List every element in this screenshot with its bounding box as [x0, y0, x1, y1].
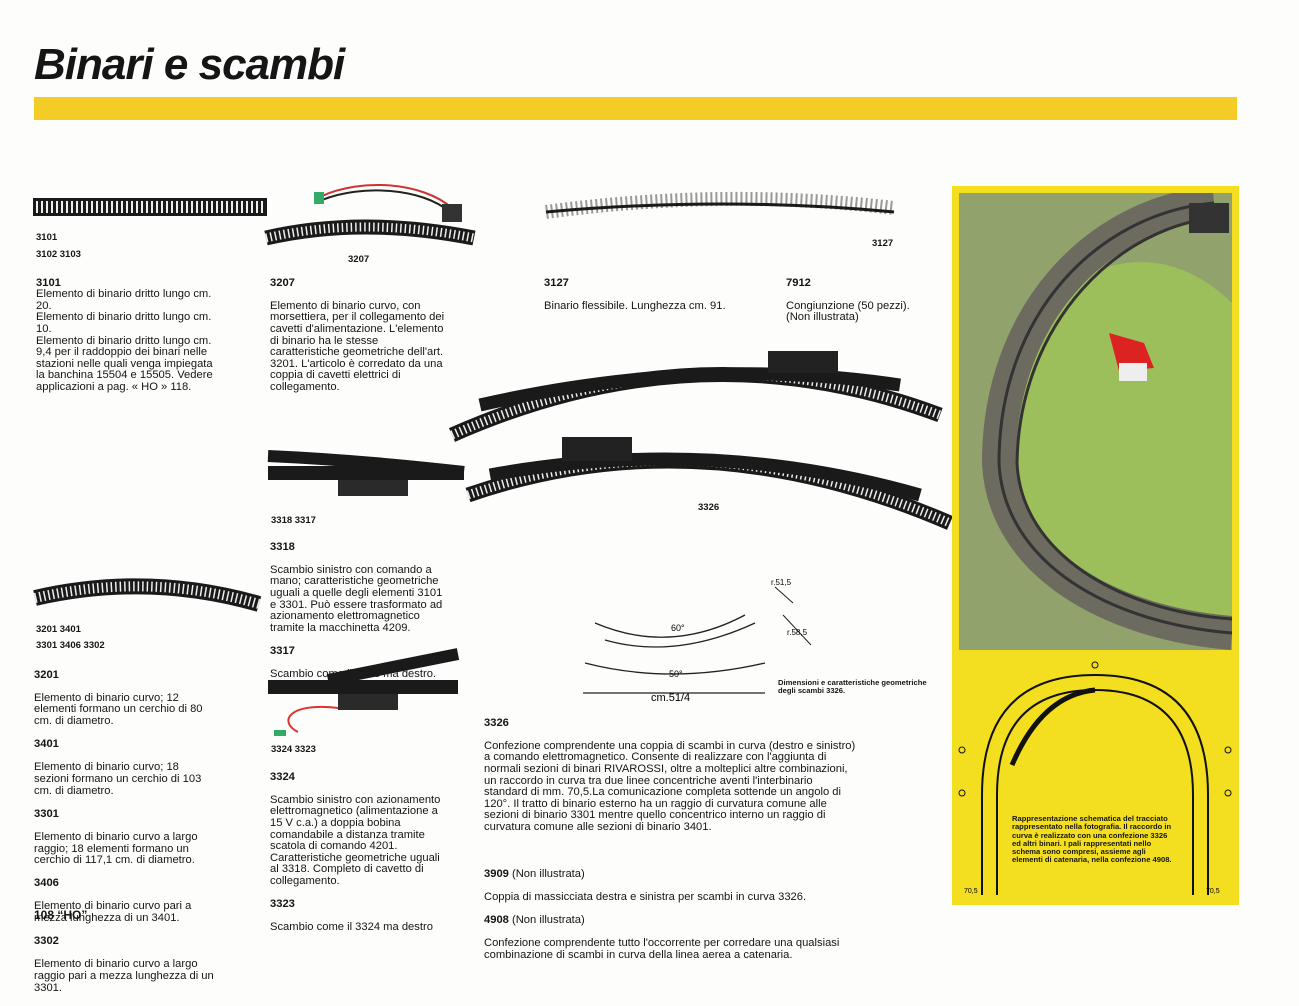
diagram-angle-50: 50°: [669, 669, 683, 679]
label-3301-3406-3302: 3301 3406 3302: [36, 640, 105, 651]
desc-3326: 3326 Confezione comprendente una coppia …: [484, 716, 856, 961]
flexible-track-image: [545, 191, 895, 219]
label-3207: 3207: [348, 254, 370, 265]
switch-geometry-diagram: 60° 50° cm.51/4 r.51,5 r.58,5: [583, 578, 812, 704]
desc-3127: 3127 Binario flessibile. Lunghezza cm. 9…: [544, 276, 726, 312]
desc-3201: 3201 Elemento di binario curvo; 12 eleme…: [34, 668, 214, 994]
schema-caption: Rappresentazione schematica del tracciat…: [1012, 814, 1172, 865]
electric-switch-image: [268, 648, 460, 736]
diagram-dim: cm.51/4: [651, 692, 690, 704]
label-3326: 3326: [698, 502, 720, 513]
desc-3101: 3101 Elemento di binario dritto lungo cm…: [36, 276, 213, 393]
title-bar: [34, 97, 1237, 120]
label-3318-3317: 3318 3317: [271, 515, 316, 526]
schema-panel: [952, 650, 1239, 905]
diagram-caption: Dimensioni e caratteristiche geometriche…: [778, 678, 927, 695]
curved-switch-pair-image: [448, 351, 953, 530]
label-3102-3103: 3102 3103: [36, 249, 81, 260]
curved-track-image: [33, 578, 262, 612]
desc-3324: 3324 Scambio sinistro con azionamento el…: [270, 770, 441, 934]
desc-7912: 7912 Congiunzione (50 pezzi). (Non illus…: [786, 276, 910, 324]
schema-dim-left: 70,5: [964, 888, 978, 895]
layout-photo: [959, 193, 1232, 651]
diagram-r1: r.51,5: [771, 578, 792, 587]
diagram-r2: r.58,5: [787, 628, 808, 637]
label-3101: 3101: [36, 232, 58, 243]
terminal-track-image: [264, 183, 476, 246]
diagram-angle-60: 60°: [671, 623, 685, 633]
page-title: Binari e scambi: [34, 40, 345, 89]
page-footer: 108 “HO”: [34, 908, 88, 922]
schema-diagram: 70,5 70,5: [958, 661, 1232, 895]
desc-3207: 3207 Elemento di binario curvo, con mors…: [270, 276, 445, 393]
label-3324-3323: 3324 3323: [271, 744, 316, 755]
label-3127: 3127: [872, 238, 894, 249]
manual-switch-image: [267, 450, 465, 496]
label-3201-3401: 3201 3401: [36, 624, 81, 635]
straight-track-image: [33, 198, 267, 216]
schema-dim-right: 70,5: [1206, 888, 1220, 895]
